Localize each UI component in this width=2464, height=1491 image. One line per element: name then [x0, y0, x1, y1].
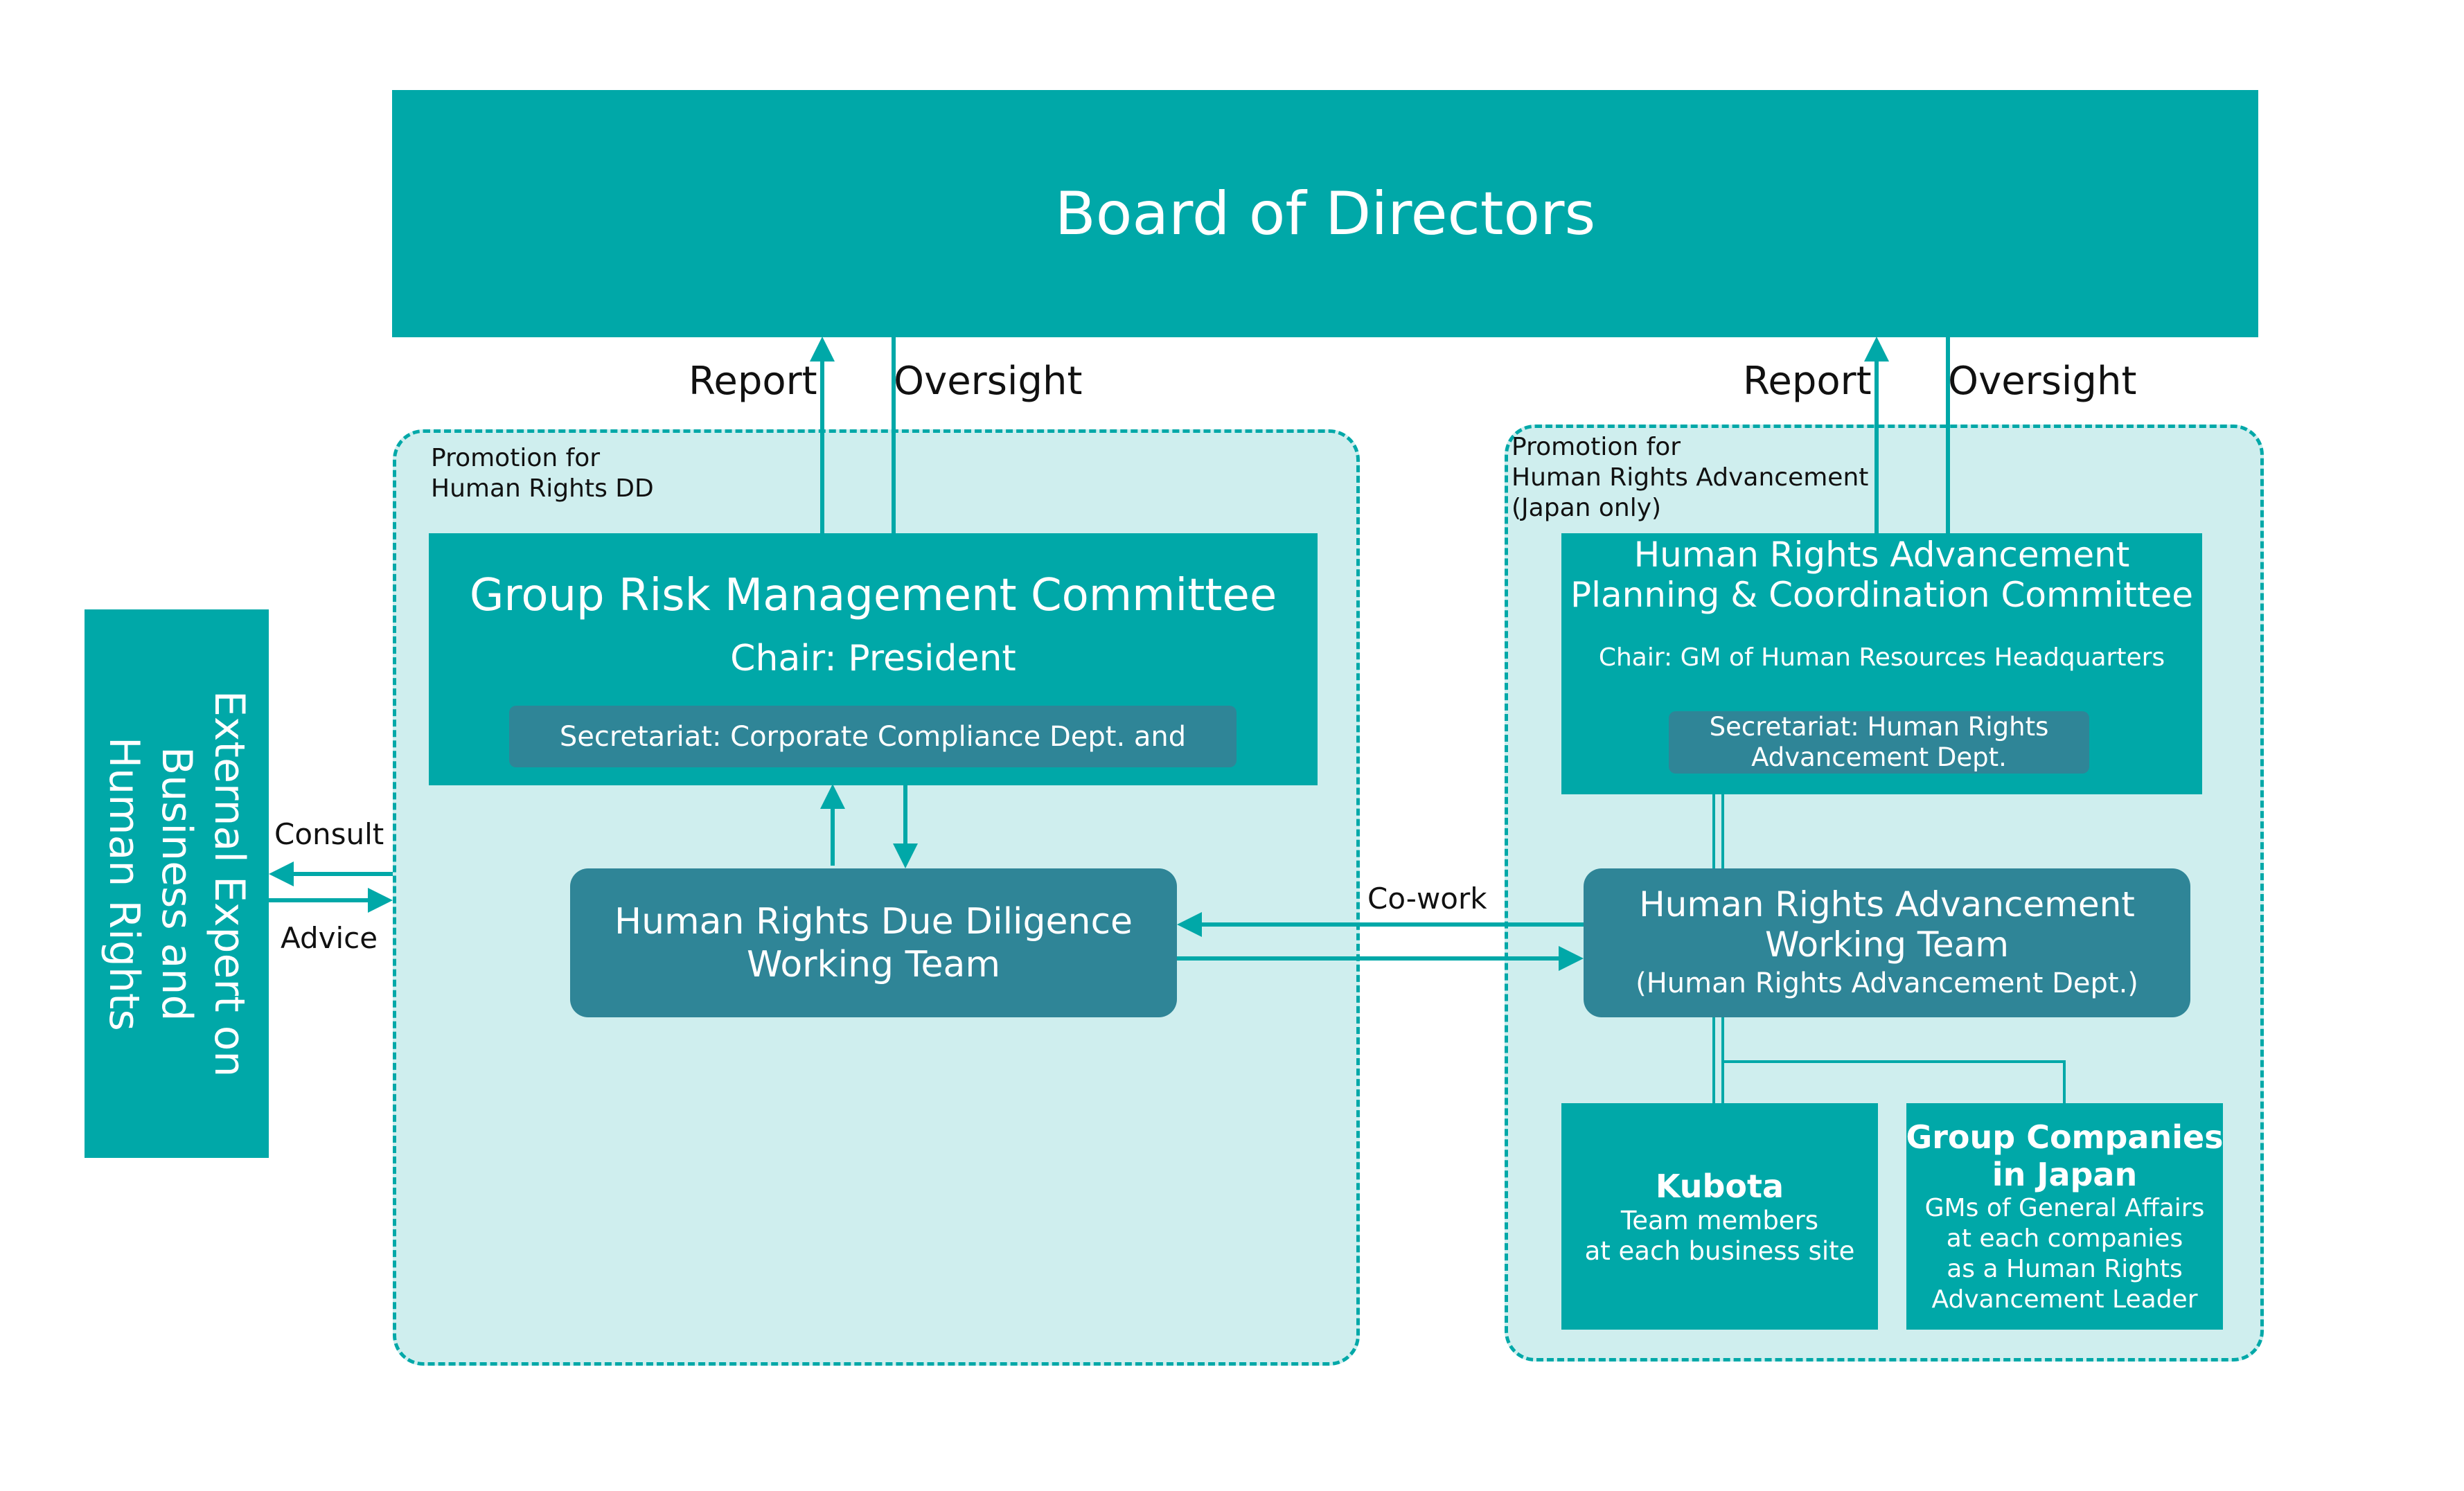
hra-working-team: Human Rights Advancement Working Team (H…	[1584, 868, 2190, 1017]
hrapc-title-line: Human Rights Advancement	[1633, 535, 2130, 575]
group-companies-line: GMs of General Affairs	[1924, 1193, 2205, 1222]
external-expert-text: External Expert on Business and Human Ri…	[98, 690, 256, 1077]
left-oversight-label: Oversight	[894, 359, 1083, 404]
hrapc-secretariat: Secretariat: Human Rights Advancement De…	[1669, 711, 2089, 774]
hrdd-team-line: Human Rights Due Diligence	[614, 900, 1133, 943]
kubota-line: at each business site	[1584, 1235, 1855, 1266]
kubota-line: Team members	[1620, 1205, 1819, 1235]
grmc-title: Group Risk Management Committee	[469, 570, 1277, 621]
grmc-secretariat: Secretariat: Corporate Compliance Dept. …	[509, 706, 1237, 767]
hra-team-line: Working Team	[1765, 924, 2009, 965]
advice-label: Advice	[281, 921, 378, 955]
right-zone-label-line: (Japan only)	[1512, 494, 1662, 522]
group-companies-title-line: Group Companies	[1906, 1118, 2224, 1156]
left-report-label: Report	[689, 359, 817, 404]
external-expert-line: Human Rights	[100, 736, 148, 1031]
hra-team-line: (Human Rights Advancement Dept.)	[1636, 967, 2138, 999]
grmc-secretariat-text: Secretariat: Corporate Compliance Dept. …	[559, 720, 1187, 753]
external-expert-line: External Expert on	[205, 690, 254, 1078]
group-companies-box: Group Companies in Japan GMs of General …	[1906, 1103, 2224, 1330]
hrapc-chair: Chair: GM of Human Resources Headquarter…	[1598, 643, 2165, 672]
hrapc-secretariat-line: Secretariat: Human Rights	[1709, 712, 2049, 742]
grmc-chair: Chair: President	[730, 638, 1016, 679]
external-expert-line: Business and	[152, 746, 201, 1021]
left-zone-label-line: Promotion for	[431, 444, 601, 472]
right-zone-label-line: Promotion for	[1512, 433, 1681, 461]
group-companies-line: Advancement Leader	[1931, 1285, 2198, 1314]
right-report-label: Report	[1743, 359, 1872, 404]
group-companies-line: as a Human Rights	[1947, 1254, 2183, 1283]
left-zone-label-line: Human Rights DD	[431, 474, 654, 503]
hrapc-secretariat-line: Advancement Dept.	[1751, 742, 2007, 772]
group-companies-line: at each companies	[1946, 1224, 2183, 1253]
kubota-title: Kubota	[1655, 1167, 1784, 1205]
cowork-label: Co-work	[1367, 882, 1487, 916]
board-title: Board of Directors	[1054, 179, 1596, 249]
consult-label: Consult	[274, 817, 384, 851]
external-expert-box: External Expert on Business and Human Ri…	[85, 609, 269, 1158]
right-zone-label-line: Human Rights Advancement	[1512, 463, 1869, 492]
hra-planning-committee: Human Rights Advancement Planning & Coor…	[1561, 533, 2202, 794]
hrdd-team-line: Working Team	[746, 943, 1001, 985]
kubota-box: Kubota Team members at each business sit…	[1561, 1103, 1878, 1330]
group-companies-title-line: in Japan	[1992, 1155, 2138, 1193]
board-of-directors: Board of Directors	[392, 90, 2258, 337]
right-oversight-label: Oversight	[1948, 359, 2137, 404]
right-zone-label: Promotion for Human Rights Advancement (…	[1512, 432, 1868, 524]
hra-team-line: Human Rights Advancement	[1639, 884, 2135, 925]
left-zone-label: Promotion for Human Rights DD	[431, 443, 654, 504]
hrapc-title-line: Planning & Coordination Committee	[1570, 575, 2194, 615]
hrdd-working-team: Human Rights Due Diligence Working Team	[570, 868, 1177, 1017]
